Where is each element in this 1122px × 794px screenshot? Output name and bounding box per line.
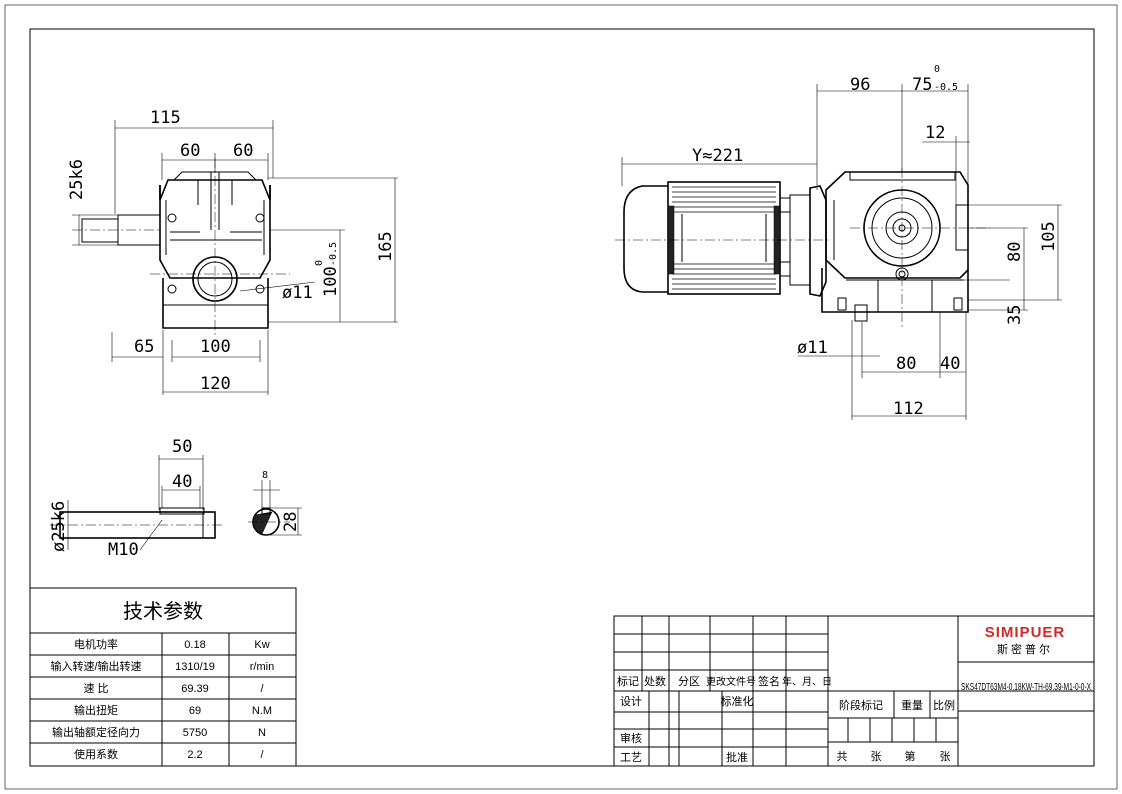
side-dim-hole: ø11 [797, 338, 828, 358]
shaft-detail-view [50, 455, 302, 551]
shaft-dim-40: 40 [172, 472, 192, 492]
front-dim-65: 65 [134, 337, 154, 357]
front-dim-60a: 60 [180, 141, 200, 161]
tech-param-value: 1310/19 [175, 661, 215, 673]
tech-params-table [29, 587, 297, 767]
front-dim-100w: 100 [200, 337, 231, 357]
process-label: 工艺 [620, 751, 642, 764]
key-dim-height: 28 [281, 512, 301, 532]
tech-param-value: 0.18 [184, 639, 205, 651]
standardize-label: 标准化 [721, 694, 754, 708]
front-dim-120: 120 [200, 374, 231, 394]
shaft-dim-50: 50 [172, 437, 192, 457]
tech-param-value: 2.2 [187, 749, 202, 761]
front-dim-60b: 60 [233, 141, 253, 161]
tech-param-unit: N.M [252, 705, 272, 717]
rev-header-sign: 签名 [758, 674, 780, 688]
front-dim-hole: ø11 [282, 283, 313, 303]
company-name-cn: 斯密普尔 [997, 642, 1053, 656]
sheet-outer-border [4, 4, 1118, 790]
stage-mark-label: 阶段标记 [839, 698, 883, 712]
tech-param-label: 速 比 [83, 682, 108, 695]
tech-param-label: 输出扭矩 [74, 703, 118, 717]
tech-param-label: 输入转速/输出转速 [50, 659, 141, 673]
side-dim-75-tol-bot: -0.5 [934, 82, 958, 93]
side-view [615, 84, 1062, 420]
side-dim-motor-length: Y≈221 [692, 146, 743, 166]
tech-param-value: 69.39 [181, 683, 209, 695]
front-view [72, 120, 398, 395]
tech-param-unit: r/min [250, 661, 274, 673]
key-dim-width: 8 [262, 470, 268, 481]
sheet-frame [29, 28, 1095, 767]
side-dim-75-tol-top: 0 [934, 64, 940, 75]
tech-param-label: 输出轴额定径向力 [52, 725, 140, 739]
tech-param-unit: / [260, 683, 264, 695]
front-dim-100: 100 [321, 266, 341, 297]
motor-fins [667, 186, 781, 290]
side-dim-96: 96 [850, 75, 870, 95]
review-label: 审核 [620, 731, 642, 745]
model-number: SKS47DT63M4-0.18KW-TH-69.39-M1-0-0-X [961, 682, 1091, 693]
rev-header-date: 年、月、日 [782, 675, 832, 688]
side-dim-80w: 80 [896, 354, 916, 374]
sheets-unit-label: 张 [871, 750, 882, 763]
tech-params-title: 技术参数 [123, 600, 203, 623]
company-logo-text: SIMIPUER [985, 624, 1066, 641]
sheet-no-label: 第 [905, 749, 916, 763]
front-dim-100-tol-bot: -0.5 [328, 242, 339, 266]
side-dim-75: 75 [912, 75, 932, 95]
rev-header-zone: 分区 [678, 675, 700, 688]
title-block [613, 615, 1095, 767]
side-dim-12: 12 [925, 123, 945, 143]
tech-param-unit: N [258, 727, 266, 739]
tech-param-unit: Kw [254, 639, 269, 651]
rev-header-mark: 标记 [617, 674, 639, 688]
front-dim-100-tol-top: 0 [314, 260, 325, 266]
side-dim-112: 112 [893, 399, 924, 419]
tech-param-value: 69 [189, 705, 201, 717]
shaft-dim-thread: M10 [108, 540, 139, 560]
rev-header-count: 处数 [644, 675, 666, 688]
front-dim-165: 165 [376, 231, 396, 262]
scale-label: 比例 [933, 698, 955, 712]
side-dim-40: 40 [940, 354, 960, 374]
side-dim-80h: 80 [1005, 242, 1025, 262]
tech-param-label: 电机功率 [74, 637, 118, 651]
approve-label: 批准 [726, 750, 748, 764]
tech-param-label: 使用系数 [74, 748, 118, 761]
design-label: 设计 [620, 695, 642, 708]
front-dim-115: 115 [150, 108, 181, 128]
tech-params-rows: 电机功率 0.18 Kw 输入转速/输出转速 1310/19 r/min 速 比 69.39 /… [50, 637, 274, 761]
tech-param-value: 5750 [183, 727, 207, 739]
side-dim-35: 35 [1005, 305, 1025, 325]
shaft-dim-diameter: ø25k6 [49, 501, 69, 552]
sheets-total-label: 共 [837, 750, 848, 763]
sheet-unit-label: 张 [940, 750, 951, 763]
weight-label: 重量 [901, 698, 923, 712]
side-dim-105: 105 [1039, 221, 1059, 252]
rev-header-doc: 更改文件号 [706, 675, 756, 688]
tech-param-unit: / [260, 749, 264, 761]
front-dim-shaft: 25k6 [67, 159, 87, 200]
